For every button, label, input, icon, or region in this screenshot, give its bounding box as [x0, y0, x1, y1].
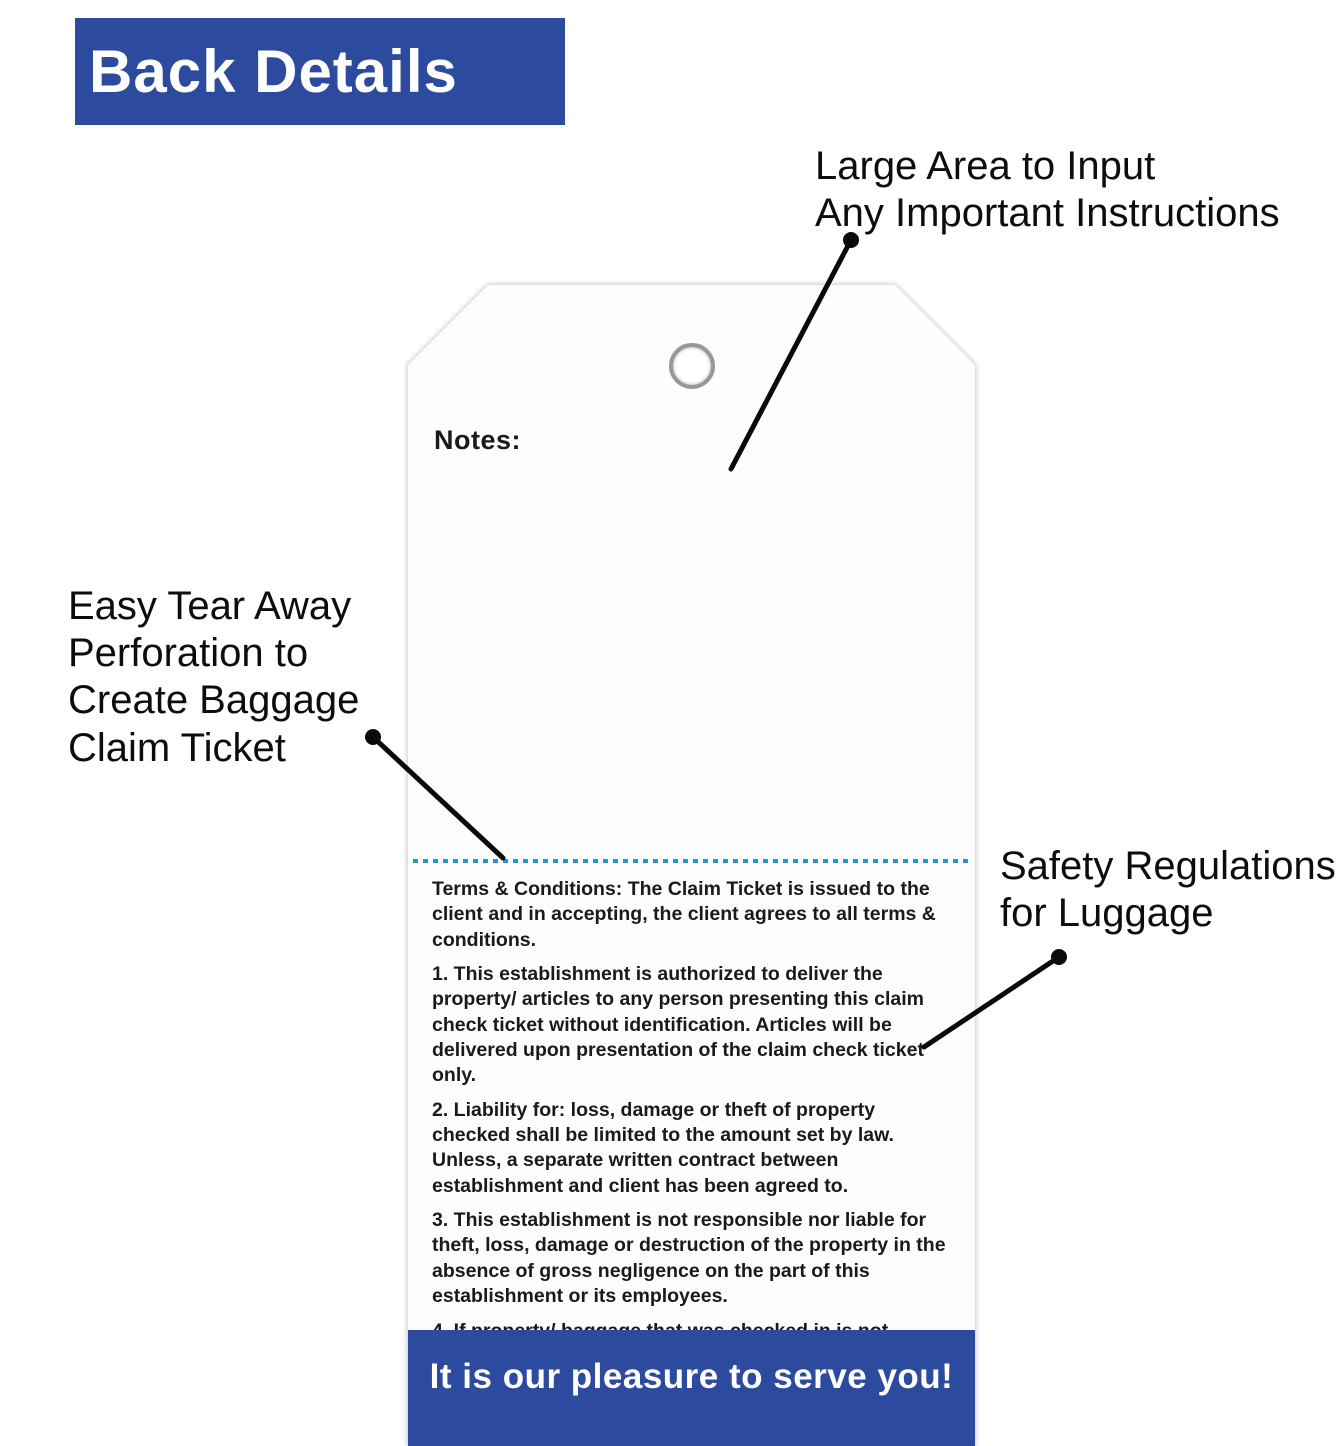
luggage-tag-back: Notes: Terms & Conditions: The Claim Tic… — [408, 285, 975, 1446]
terms-item-3: 3. This establishment is not responsible… — [432, 1209, 946, 1308]
annotation-perforation-line3: Create Baggage — [68, 678, 360, 723]
terms-item-2: 2. Liability for: loss, damage or theft … — [432, 1098, 894, 1197]
terms-intro: Terms & Conditions: The Claim Ticket is … — [432, 878, 936, 951]
tag-body: Notes: Terms & Conditions: The Claim Tic… — [408, 285, 975, 1446]
page-title: Back Details — [89, 38, 458, 105]
annotation-safety: Safety Regulations for Luggage — [1000, 843, 1336, 937]
terms-item-1: 1. This establishment is authorized to d… — [432, 963, 924, 1087]
annotation-perforation-line4: Claim Ticket — [68, 725, 286, 770]
annotation-safety-line1: Safety Regulations — [1000, 844, 1336, 888]
annotation-safety-line2: for Luggage — [1000, 891, 1214, 936]
annotation-perforation-line2: Perforation to — [68, 631, 309, 676]
annotation-notes-line2: Any Important Instructions — [815, 191, 1280, 236]
tag-footer-text: It is our pleasure to serve you! — [429, 1357, 954, 1396]
tag-footer-bar: It is our pleasure to serve you! — [408, 1330, 975, 1446]
annotation-perforation-line1: Easy Tear Away — [68, 584, 352, 628]
header-banner: Back Details — [75, 18, 565, 125]
annotation-notes-line1: Large Area to Input — [815, 144, 1156, 188]
tag-punch-hole — [669, 343, 715, 389]
annotation-notes-area: Large Area to Input Any Important Instru… — [815, 143, 1280, 237]
annotation-perforation: Easy Tear Away Perforation to Create Bag… — [68, 583, 359, 772]
tear-perforation-line — [413, 859, 970, 863]
notes-label: Notes: — [434, 425, 522, 455]
